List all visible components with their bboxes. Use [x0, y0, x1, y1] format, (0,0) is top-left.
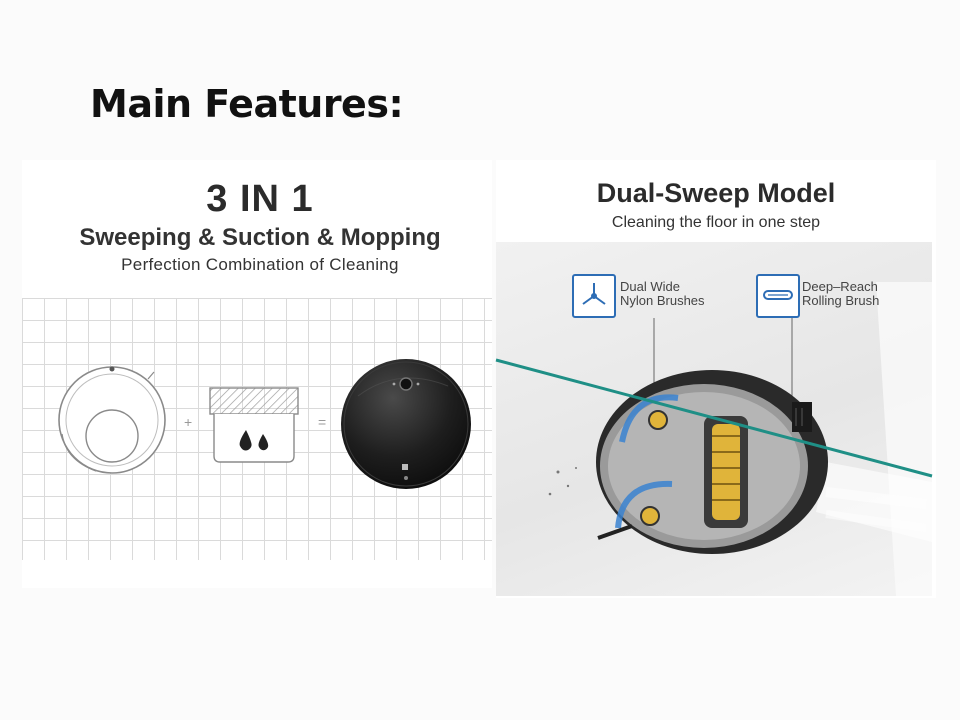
brush-feature-label: Dual Wide Nylon Brushes [620, 279, 705, 308]
rolling-brush-feature-label: Deep–Reach Rolling Brush [802, 279, 880, 308]
dual-sweep-subheading: Cleaning the floor in one step [611, 214, 821, 231]
dual-sweep-heading: Dual-Sweep Model [596, 178, 836, 208]
three-in-one-subheading: Sweeping & Suction & Mopping [79, 224, 441, 251]
three-in-one-tagline: Perfection Combination of Cleaning [121, 255, 399, 274]
water-tank-drawing [209, 387, 299, 463]
slide-title: Main Features: [90, 82, 404, 126]
robot-outline-drawing [58, 366, 166, 474]
three-in-one-heading: 3 IN 1 [206, 178, 314, 220]
equals-symbol: = [318, 414, 327, 430]
rolling-brush-icon [756, 274, 800, 318]
motion-streaks [548, 467, 927, 532]
dual-sweep-panel: Dual-Sweep Model Cleaning the floor in o… [496, 160, 936, 598]
robot-vacuum-image [341, 359, 471, 489]
robot-underside-scene: Dual Wide Nylon Brushes Deep–Reach Rolli… [496, 242, 932, 596]
plus-symbol: + [184, 414, 193, 430]
three-in-one-panel: 3 IN 1 Sweeping & Suction & Mopping Perf… [22, 160, 492, 588]
tri-brush-icon [572, 274, 616, 318]
